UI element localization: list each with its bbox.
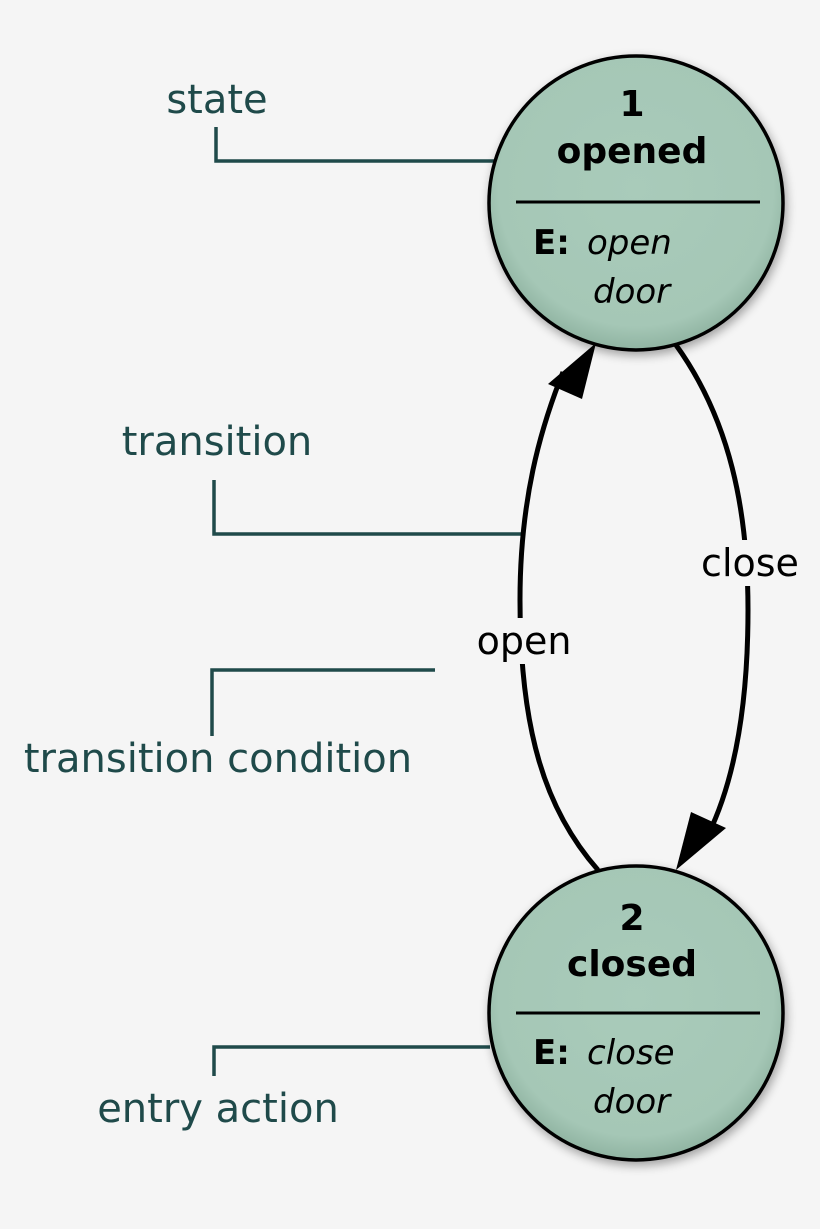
state-closed-entry-line1: close — [587, 1033, 675, 1073]
state-opened-entry-line1: open — [587, 223, 672, 263]
transition-close-label: close — [701, 541, 799, 585]
legend-transition-condition-leader — [210, 668, 435, 736]
state-closed-number: 2 — [619, 898, 644, 939]
legend-state-label: state — [166, 77, 267, 123]
legend-state-leader — [214, 127, 498, 163]
transition-close-edge — [673, 343, 751, 837]
state-opened-entry-line2: door — [593, 272, 672, 312]
transition-open-label-bg — [468, 618, 580, 664]
state-opened-entry-prefix: E: — [533, 223, 570, 263]
state-closed-entry-line2: door — [593, 1082, 672, 1122]
legend-transition-leader — [212, 480, 522, 536]
legend-transition-label: transition — [122, 419, 313, 465]
legend-entry-action-label: entry action — [97, 1086, 339, 1132]
legend-transition-condition-label: transition condition — [24, 736, 412, 782]
legend-entry-action: entry action — [97, 1045, 490, 1132]
transition-open-arrowhead — [548, 343, 596, 399]
state-opened-name: opened — [557, 131, 708, 172]
transition-open-edge — [517, 371, 600, 872]
transition-open-label: open — [477, 619, 572, 663]
transition-close-label-bg — [692, 540, 810, 586]
legend-entry-action-leader — [212, 1045, 490, 1076]
state-opened: 1 opened E: open door — [487, 54, 785, 352]
transition-close: close — [673, 343, 810, 870]
transition-close-arrowhead — [676, 812, 726, 870]
legend-state: state — [166, 77, 498, 163]
legend-transition: transition — [122, 419, 522, 536]
state-closed: 2 closed E: close door — [487, 864, 785, 1162]
state-closed-name: closed — [567, 944, 697, 985]
transition-open: open — [468, 343, 600, 872]
state-opened-number: 1 — [619, 84, 644, 125]
legend-transition-condition: transition condition — [24, 668, 435, 782]
state-closed-entry-prefix: E: — [533, 1033, 570, 1073]
